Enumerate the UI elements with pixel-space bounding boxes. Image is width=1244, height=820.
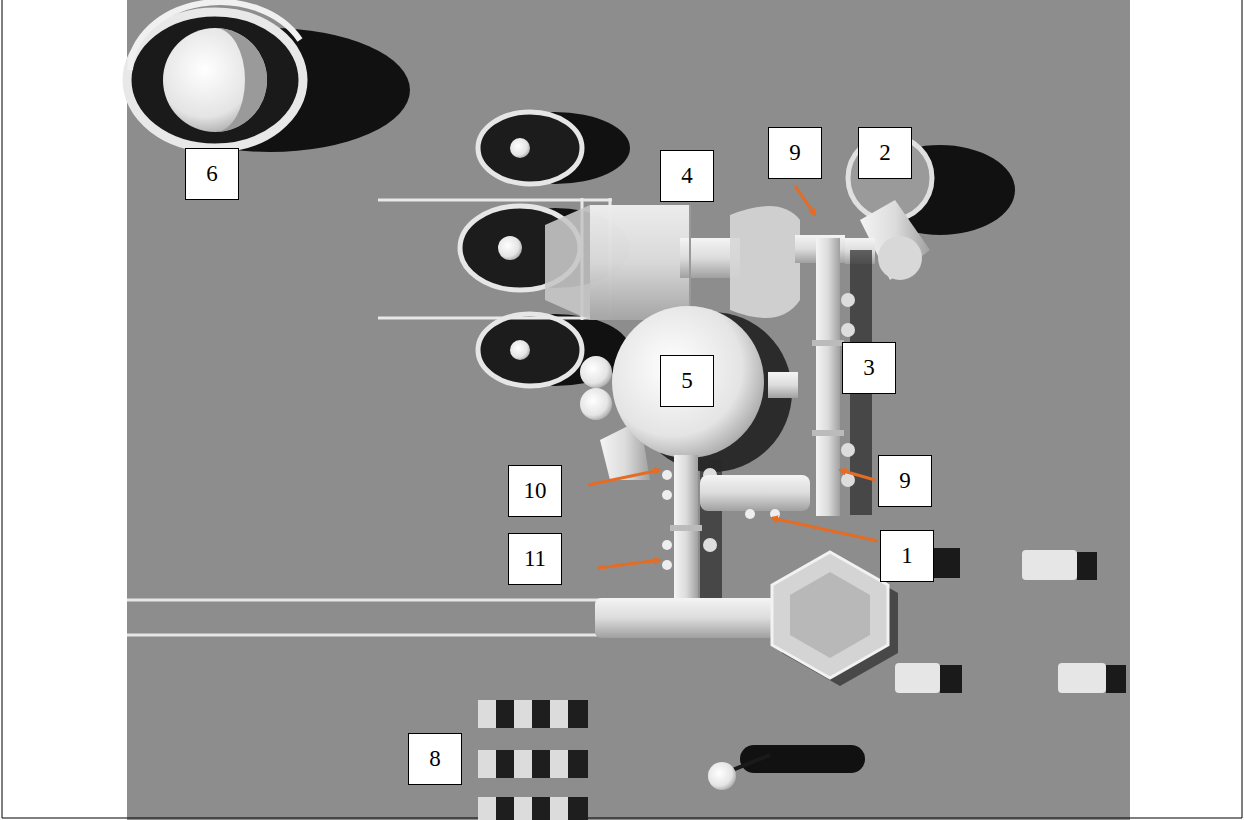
callout-number: 10 <box>524 478 547 504</box>
callout-number: 6 <box>206 161 218 187</box>
callout-box: 10 <box>508 465 562 517</box>
callout-number: 3 <box>863 355 875 381</box>
callout-number: 5 <box>681 368 693 394</box>
callout-box: 2 <box>858 127 912 179</box>
callout-box: 3 <box>842 342 896 394</box>
callout-number: 9 <box>789 140 801 166</box>
callout-box: 9 <box>878 455 932 507</box>
callout-number: 8 <box>429 746 441 772</box>
callout-box: 6 <box>185 148 239 200</box>
callout-number: 4 <box>681 163 693 189</box>
callout-box: 4 <box>660 150 714 202</box>
callout-box: 5 <box>660 355 714 407</box>
callout-number: 2 <box>879 140 891 166</box>
callout-number: 1 <box>901 543 913 569</box>
callout-box: 8 <box>408 733 462 785</box>
callout-number: 11 <box>524 546 546 572</box>
callout-box: 1 <box>880 530 934 582</box>
callout-number: 9 <box>899 468 911 494</box>
callout-box: 9 <box>768 127 822 179</box>
callout-box: 11 <box>508 533 562 585</box>
